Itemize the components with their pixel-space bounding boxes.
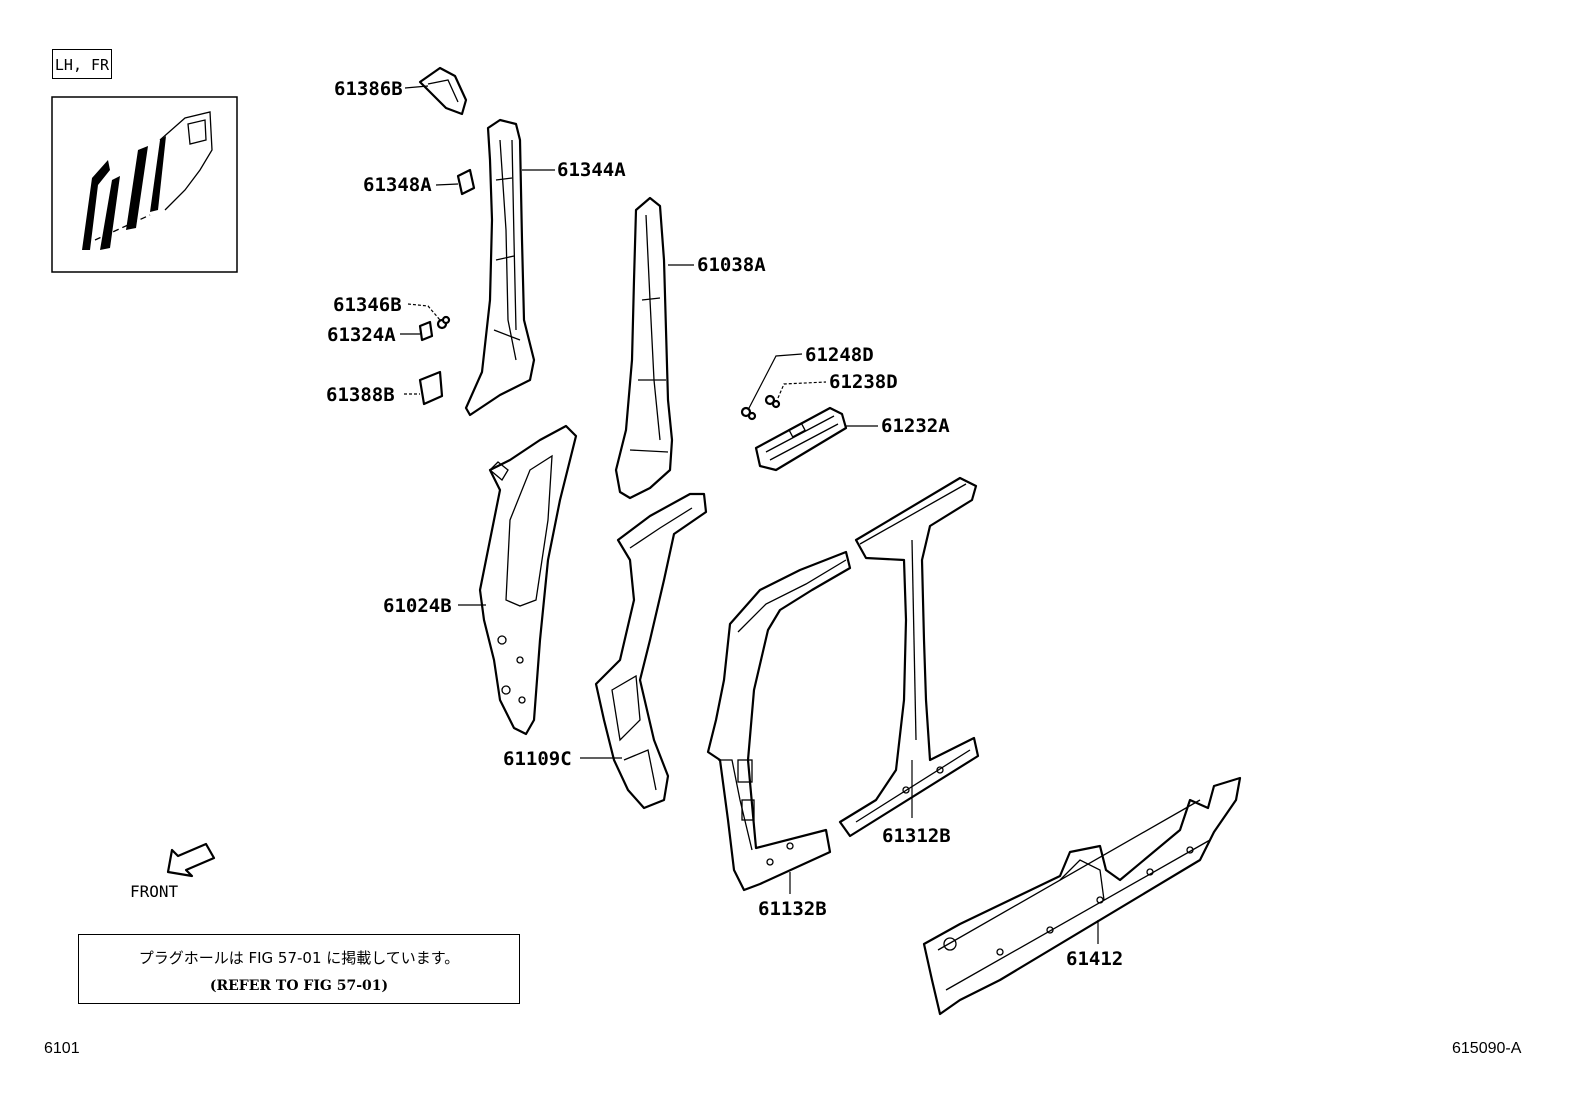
label-61024B: 61024B [383,595,452,617]
front-label: FRONT [130,882,179,901]
label-61388B: 61388B [326,384,395,406]
label-61238D: 61238D [829,371,898,393]
part-61132B[interactable] [706,550,852,894]
label-61038A: 61038A [697,254,766,276]
part-61024B[interactable] [458,424,578,736]
part-61248D[interactable] [740,353,803,421]
part-61324A[interactable] [400,320,434,342]
part-61386B[interactable] [404,66,468,116]
label-61232A: 61232A [881,415,950,437]
label-61344A: 61344A [557,159,626,181]
label-61324A: 61324A [327,324,396,346]
part-61038A[interactable] [614,196,694,500]
label-61348A: 61348A [363,174,432,196]
thumbnail-locator [51,96,238,273]
plug-hole-note: プラグホールは FIG 57-01 に掲載しています。 (REFER TO FI… [78,934,520,1004]
part-61238D[interactable] [764,381,827,409]
label-61132B: 61132B [758,898,827,920]
front-arrow-icon [166,842,216,878]
footer-left: 6101 [44,1040,80,1057]
part-61344A[interactable] [464,118,555,417]
label-61386B: 61386B [334,78,403,100]
part-61348A[interactable] [435,168,476,196]
part-61388B[interactable] [404,370,444,406]
label-61109C: 61109C [503,748,572,770]
part-61346B[interactable] [407,303,451,330]
part-61232A[interactable] [754,406,878,472]
part-61109C[interactable] [580,492,708,810]
note-line1: プラグホールは FIG 57-01 に掲載しています。 [138,949,460,967]
part-61312B[interactable] [838,476,980,838]
label-61248D: 61248D [805,344,874,366]
note-line2: (REFER TO FIG 57-01) [209,978,389,994]
label-61312B: 61312B [882,825,951,847]
footer-right: 615090-A [1452,1040,1522,1057]
label-61412: 61412 [1066,948,1123,970]
part-61412[interactable] [922,776,1242,1016]
label-61346B: 61346B [333,294,402,316]
view-tag: LH, FR [52,49,112,79]
